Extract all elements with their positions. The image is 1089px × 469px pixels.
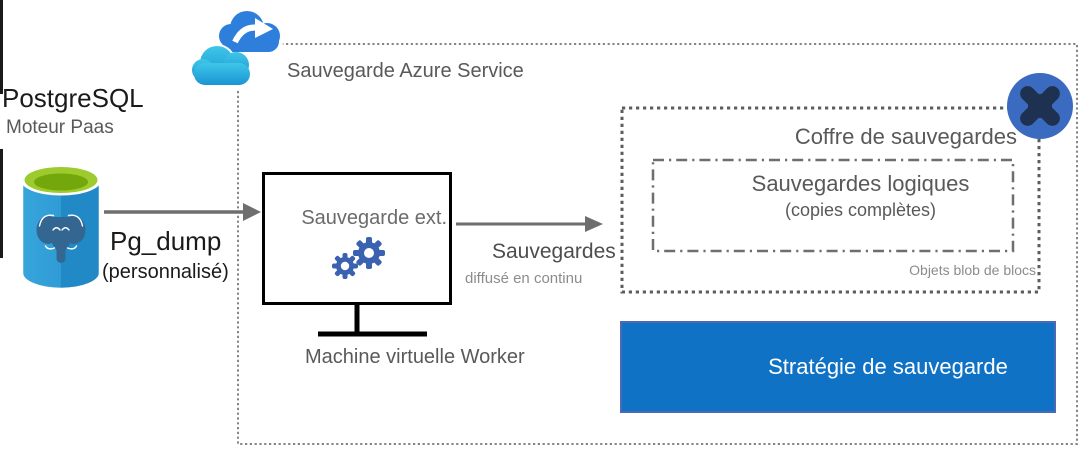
worker-label: Sauvegarde ext.	[301, 207, 447, 229]
postgresql-database-icon	[20, 164, 102, 291]
pgdump-arrow	[104, 203, 261, 221]
worker-monitor-box: Sauvegarde ext.	[262, 172, 452, 305]
stream-label: Sauvegardes	[492, 240, 616, 263]
logical-backups-box-border	[651, 158, 1015, 253]
pgdump-note: (personnalisé)	[102, 261, 229, 283]
monitor-stand	[318, 305, 427, 337]
backup-policy-box: Stratégie de sauvegarde	[620, 321, 1056, 413]
logical-backups-title: Sauvegardes logiques	[751, 171, 970, 196]
backup-vault-badge-icon	[1007, 73, 1073, 139]
pgdump-label: Pg_dump	[110, 226, 222, 256]
worker-caption: Machine virtuelle Worker	[305, 346, 525, 368]
azure-backup-cloud-icon	[189, 7, 284, 89]
stream-note: diffusé en continu	[465, 270, 583, 287]
gears-icon	[332, 237, 385, 279]
vault-footer-label: Objets blob de blocs	[909, 262, 1036, 278]
postgresql-subtitle: Moteur Paas	[6, 117, 114, 138]
backup-policy-label: Stratégie de sauvegarde	[768, 354, 1008, 379]
postgresql-elephant-glyph	[36, 214, 86, 263]
vault-title: Coffre de sauvegardes	[794, 124, 1017, 149]
postgresql-title: PostgreSQL	[2, 83, 144, 113]
azure-service-title: Sauvegarde Azure Service	[287, 60, 524, 82]
left-crop-line-top	[0, 0, 3, 94]
logical-backups-note: (copies complètes)	[784, 200, 937, 220]
sync-arrow-glyph	[232, 18, 273, 44]
stream-arrow	[456, 216, 603, 232]
left-crop-line-bottom	[0, 149, 3, 258]
azure-service-container-border	[237, 43, 1078, 445]
